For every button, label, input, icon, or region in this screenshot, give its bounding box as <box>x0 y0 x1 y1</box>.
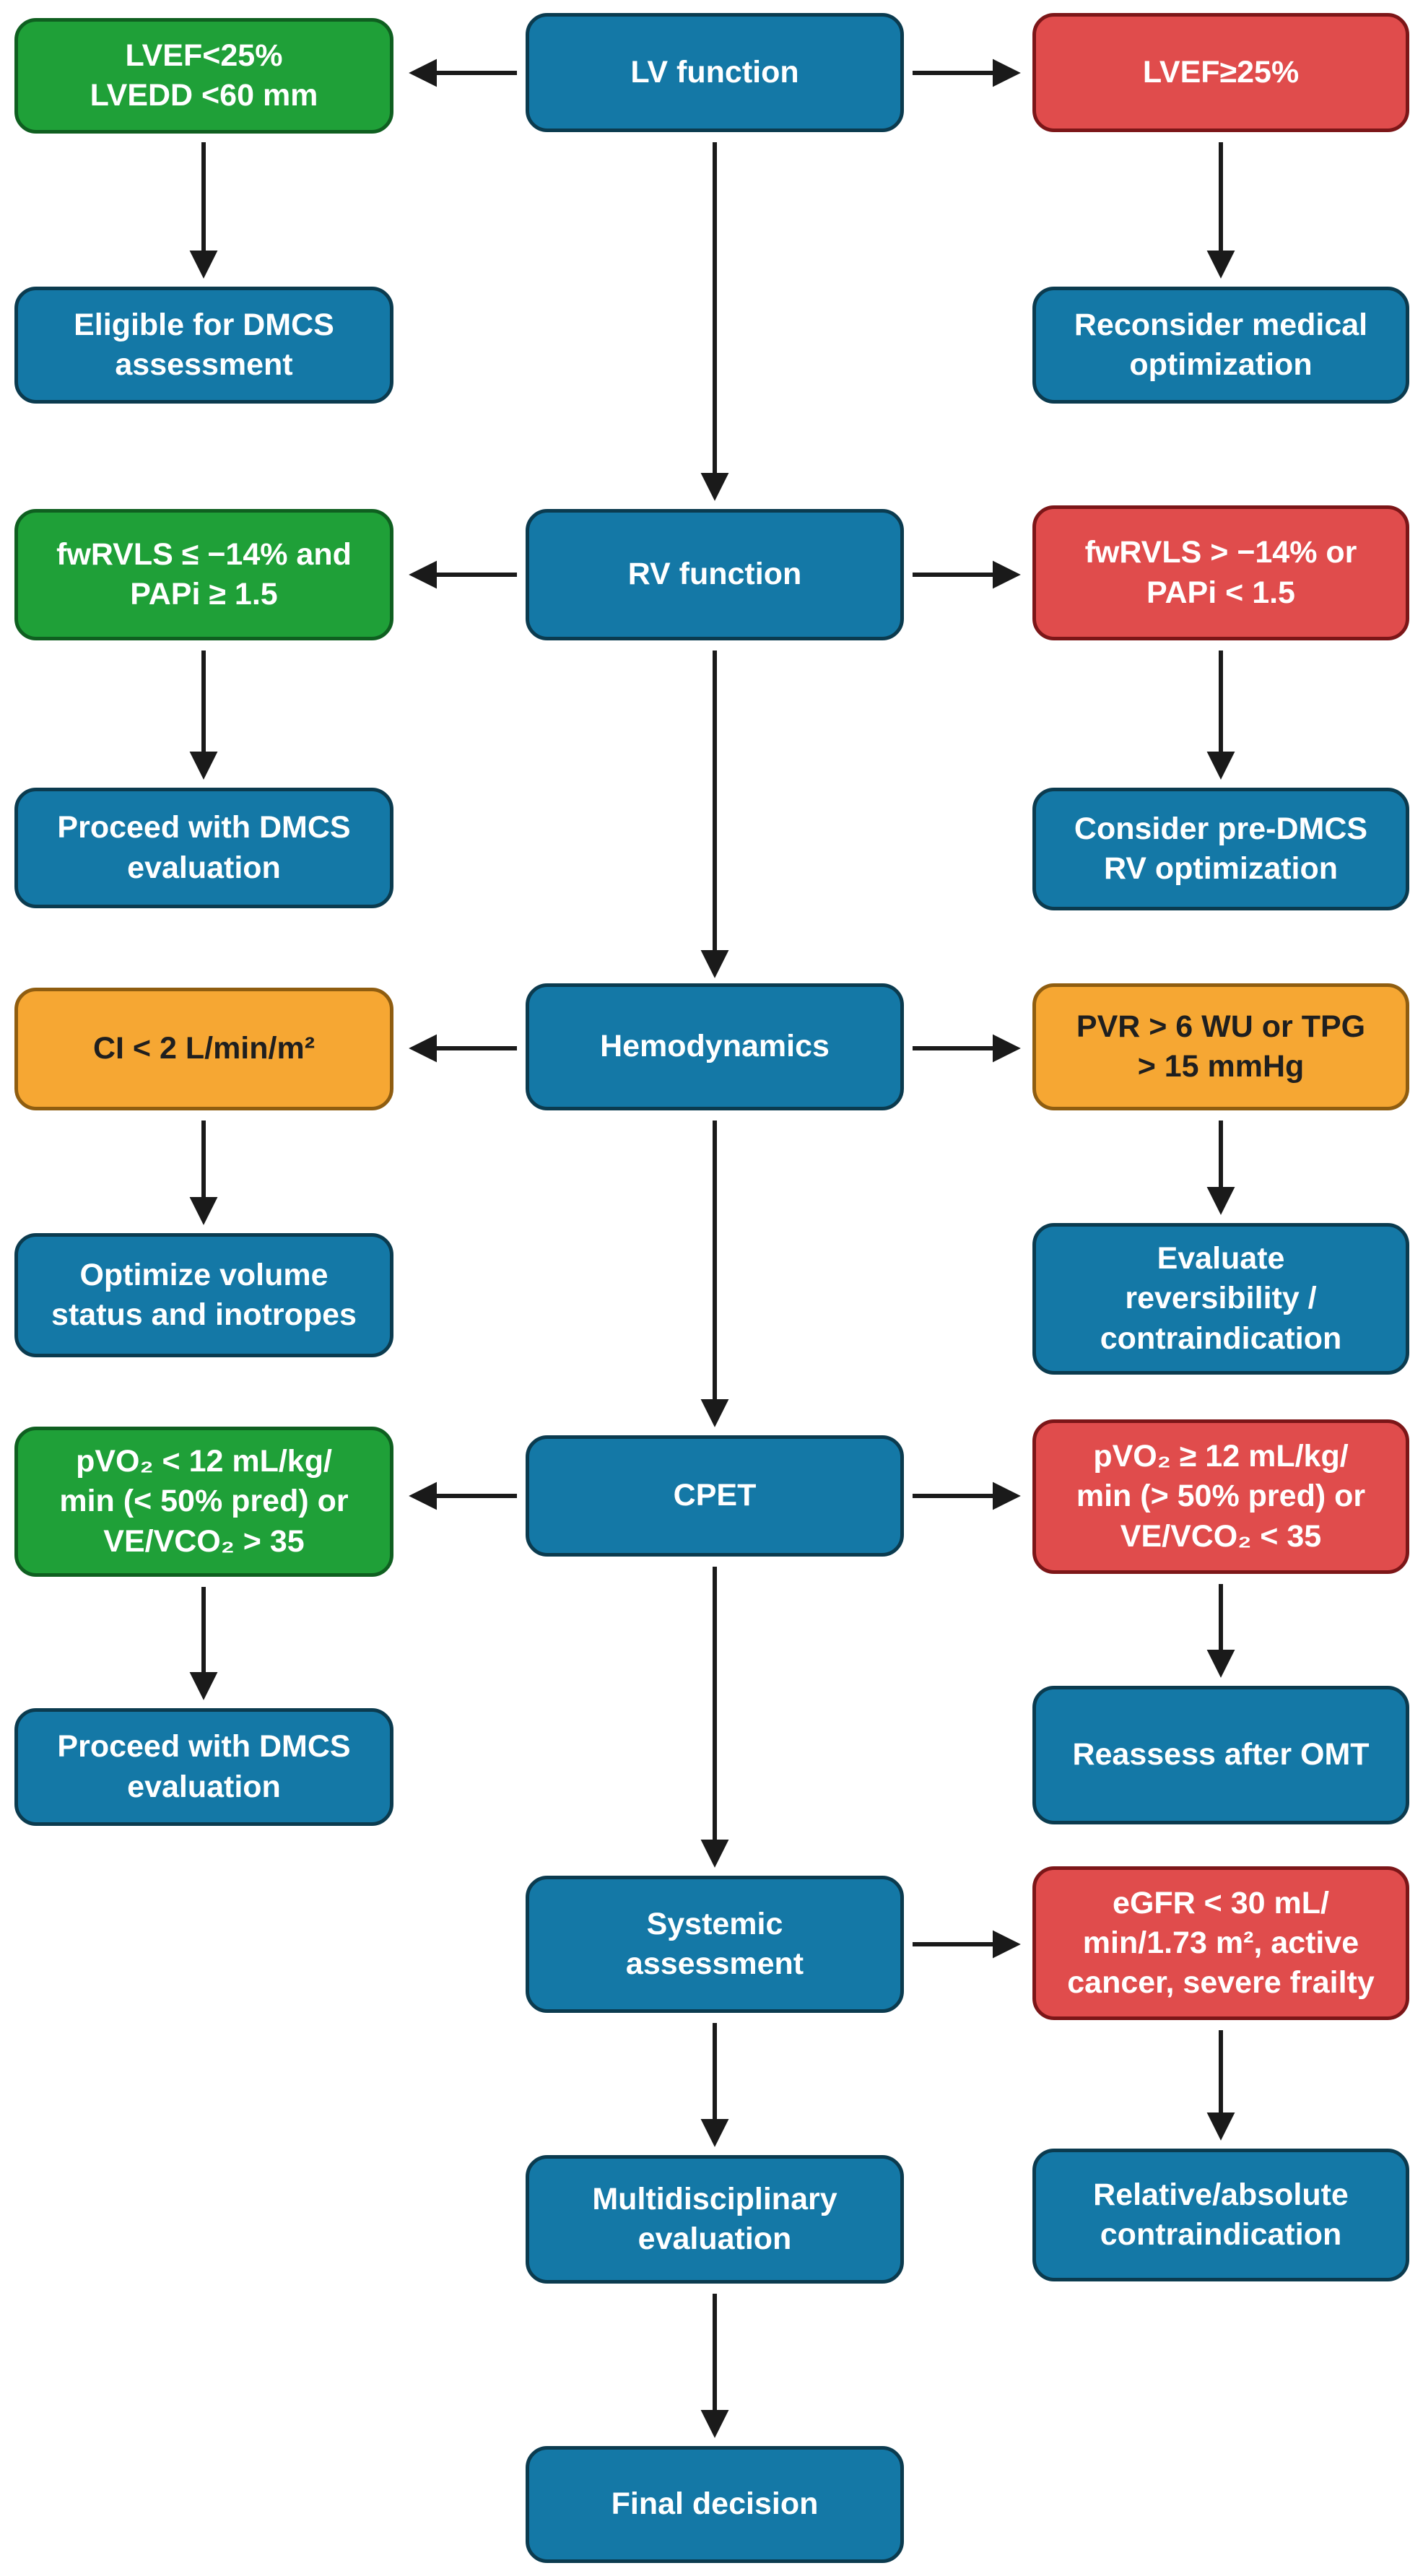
node-rv-function: RV function <box>526 509 904 640</box>
node-label: pVO₂ < 12 mL/kg/ min (< 50% pred) or VE/… <box>59 1444 349 1559</box>
node-lvef-high: LVEF≥25% <box>1032 13 1409 132</box>
node-ci-low: CI < 2 L/min/m² <box>14 988 393 1110</box>
node-label: Proceed with DMCS evaluation <box>57 1729 351 1804</box>
node-label: Hemodynamics <box>600 1029 830 1064</box>
node-label: fwRVLS ≤ −14% and PAPi ≥ 1.5 <box>56 536 352 612</box>
node-label: eGFR < 30 mL/ min/1.73 m², active cancer… <box>1067 1885 1375 2001</box>
node-relative-contra: Relative/absolute contraindication <box>1032 2149 1409 2281</box>
node-label: Proceed with DMCS evaluation <box>57 810 351 885</box>
node-eligible-dmcs: Eligible for DMCS assessment <box>14 287 393 404</box>
node-label: Reconsider medical optimization <box>1074 307 1368 382</box>
node-reconsider-medical: Reconsider medical optimization <box>1032 287 1409 404</box>
node-label: Consider pre-DMCS RV optimization <box>1074 811 1368 886</box>
node-cpet: CPET <box>526 1435 904 1557</box>
node-evaluate-reversibility: Evaluate reversibility / contraindicatio… <box>1032 1223 1409 1375</box>
node-proceed-dmcs-2: Proceed with DMCS evaluation <box>14 1708 393 1826</box>
node-label: LVEF<25% LVEDD <60 mm <box>90 38 318 113</box>
node-label: Optimize volume status and inotropes <box>51 1257 357 1332</box>
node-cpet-ok: pVO₂ < 12 mL/kg/ min (< 50% pred) or VE/… <box>14 1427 393 1577</box>
node-multidisciplinary: Multidisciplinary evaluation <box>526 2155 904 2284</box>
node-rv-ok: fwRVLS ≤ −14% and PAPi ≥ 1.5 <box>14 509 393 640</box>
node-label: pVO₂ ≥ 12 mL/kg/ min (> 50% pred) or VE/… <box>1076 1439 1366 1554</box>
node-label: RV function <box>627 557 802 592</box>
node-reassess-omt: Reassess after OMT <box>1032 1686 1409 1824</box>
node-label: CI < 2 L/min/m² <box>92 1031 316 1066</box>
node-label: Reassess after OMT <box>1072 1737 1370 1772</box>
node-label: Final decision <box>611 2486 819 2522</box>
node-consider-rv-opt: Consider pre-DMCS RV optimization <box>1032 788 1409 910</box>
node-systemic-assessment: Systemic assessment <box>526 1876 904 2013</box>
node-label: Eligible for DMCS assessment <box>74 307 334 382</box>
node-label: Systemic assessment <box>625 1906 804 1981</box>
node-systemic-flags: eGFR < 30 mL/ min/1.73 m², active cancer… <box>1032 1866 1409 2020</box>
node-label: fwRVLS > −14% or PAPi < 1.5 <box>1084 535 1357 610</box>
node-pvr-high: PVR > 6 WU or TPG > 15 mmHg <box>1032 983 1409 1110</box>
node-label: Relative/absolute contraindication <box>1093 2177 1349 2252</box>
node-rv-bad: fwRVLS > −14% or PAPi < 1.5 <box>1032 505 1409 640</box>
node-label: Multidisciplinary evaluation <box>592 2181 837 2256</box>
node-label: LV function <box>630 54 799 90</box>
node-optimize-volume: Optimize volume status and inotropes <box>14 1233 393 1357</box>
node-cpet-bad: pVO₂ ≥ 12 mL/kg/ min (> 50% pred) or VE/… <box>1032 1419 1409 1574</box>
node-label: CPET <box>673 1478 757 1513</box>
node-lvef-low: LVEF<25% LVEDD <60 mm <box>14 18 393 134</box>
node-label: PVR > 6 WU or TPG > 15 mmHg <box>1076 1009 1366 1084</box>
node-proceed-dmcs-1: Proceed with DMCS evaluation <box>14 788 393 908</box>
node-label: LVEF≥25% <box>1142 54 1300 90</box>
node-lv-function: LV function <box>526 13 904 132</box>
node-hemodynamics: Hemodynamics <box>526 983 904 1110</box>
node-final-decision: Final decision <box>526 2446 904 2563</box>
node-label: Evaluate reversibility / contraindicatio… <box>1100 1241 1342 1356</box>
